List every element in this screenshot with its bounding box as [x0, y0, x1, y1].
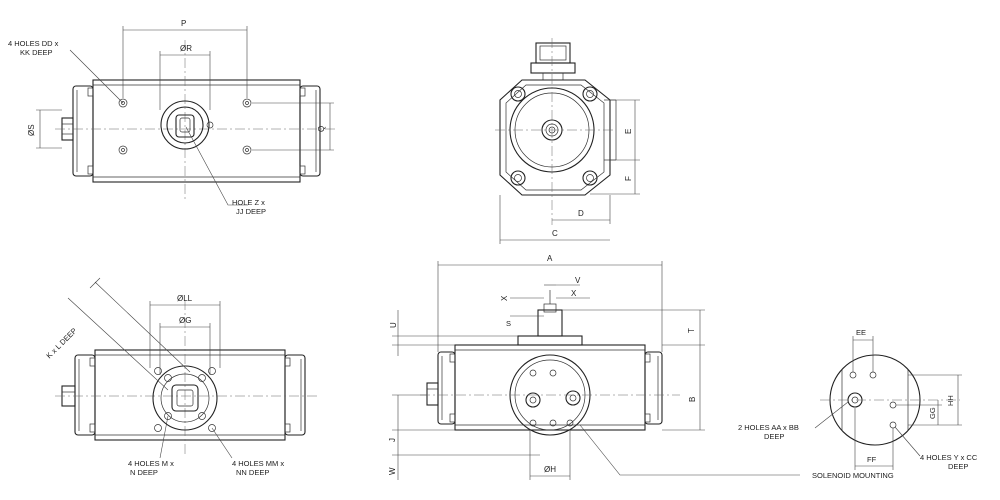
dim-v-label: V [575, 276, 581, 285]
note-holes-dd-line2: KK DEEP [20, 48, 53, 57]
dim-d-label: D [578, 209, 584, 218]
dim-hh-label: HH [946, 395, 955, 406]
dim-p-label: P [181, 19, 186, 28]
dim-s-small-label: S [506, 319, 511, 328]
dim-b-label: B [688, 397, 697, 402]
note-holes-aa-line1: 2 HOLES AA x BB [738, 423, 799, 432]
dim-j-label: J [388, 438, 397, 442]
dim-ff-label: FF [867, 455, 877, 464]
dim-f-label: F [624, 176, 633, 181]
note-holes-m-line2: N DEEP [130, 468, 158, 477]
dim-x-right-label: X [571, 289, 577, 298]
note-holes-aa-line2: DEEP [764, 432, 784, 441]
dim-a-label: A [547, 254, 553, 263]
dim-q-label: Q [317, 126, 326, 132]
front-view: A V X X S U T B J W [388, 254, 894, 480]
note-holes-y-line1: 4 HOLES Y x CC [920, 453, 978, 462]
note-hole-z-line2: JJ DEEP [236, 207, 266, 216]
top-view: P ØR ØS Q 4 HOLES DD x KK DEEP HOLE Z x … [8, 19, 335, 216]
dim-gg-label: GG [928, 407, 937, 419]
dim-ee-label: EE [856, 328, 866, 337]
dim-e-label: E [624, 129, 633, 134]
dim-u-label: U [389, 322, 398, 328]
note-k-l-deep: K x L DEEP [44, 326, 78, 360]
dim-h-label: ØH [544, 465, 556, 474]
dim-ll-label: ØLL [177, 294, 193, 303]
note-holes-mm-line2: NN DEEP [236, 468, 269, 477]
note-hole-z-line1: HOLE Z x [232, 198, 265, 207]
bottom-view: ØLL ØG K x L DEEP 4 HOLES M x N DEEP 4 H… [44, 277, 320, 477]
note-holes-y-line2: DEEP [948, 462, 968, 471]
solenoid-detail-view: EE HH GG FF 2 HOLES AA x BB DEEP 4 HOLES… [738, 328, 978, 471]
label-solenoid-mounting: SOLENOID MOUNTING [812, 471, 894, 480]
dim-r-label: ØR [180, 44, 192, 53]
note-holes-mm-line1: 4 HOLES MM x [232, 459, 284, 468]
note-holes-m-line1: 4 HOLES M x [128, 459, 174, 468]
dim-c-label: C [552, 229, 558, 238]
end-view: E F D C [495, 38, 640, 244]
dim-w-label: W [388, 467, 397, 475]
dim-g-label: ØG [179, 316, 191, 325]
dim-t-label: T [687, 328, 696, 333]
dim-s-label: ØS [27, 124, 36, 136]
dim-x-left-label: X [500, 295, 509, 301]
note-holes-dd-line1: 4 HOLES DD x [8, 39, 59, 48]
